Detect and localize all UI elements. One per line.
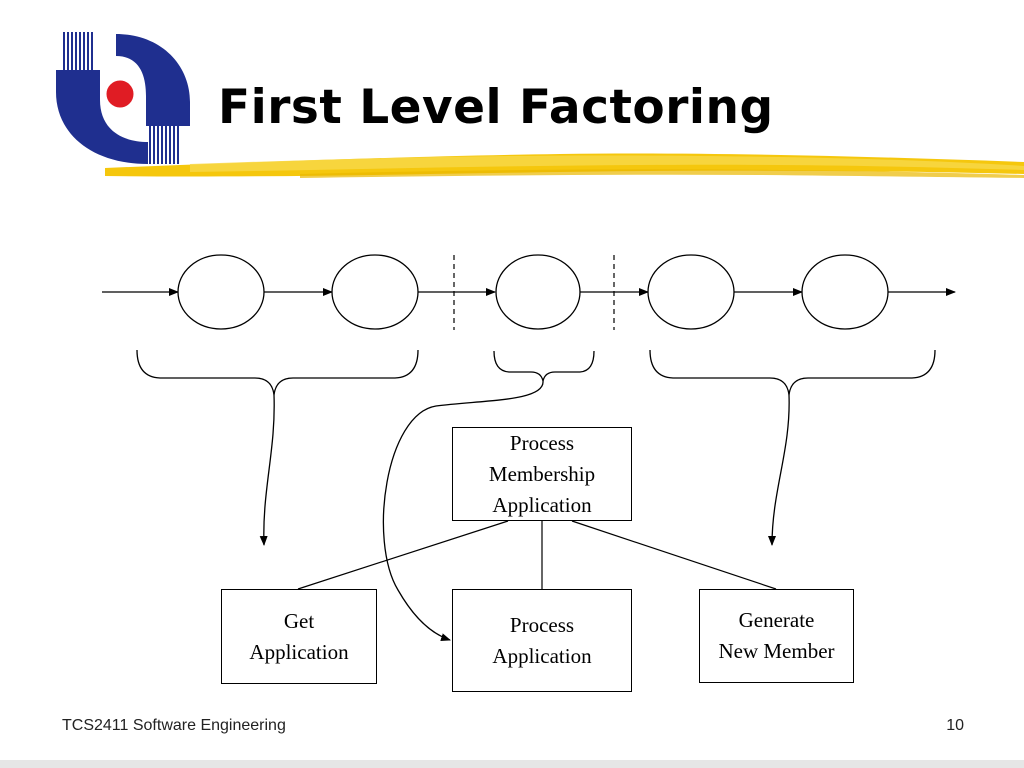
box-line: New Member (718, 636, 834, 667)
footer-course-title: TCS2411 Software Engineering (62, 717, 286, 735)
module-box-label: Generate New Member (718, 605, 834, 667)
connector-line (572, 521, 776, 589)
connector-line (298, 521, 508, 589)
brace-right (650, 350, 935, 395)
structure-connectors (298, 521, 776, 589)
box-line: Process (489, 428, 595, 459)
box-line: Membership (489, 459, 595, 490)
box-line: Get (249, 606, 348, 637)
brace-middle (494, 351, 594, 381)
box-line: Application (492, 641, 591, 672)
box-line: Process (492, 610, 591, 641)
module-box-generate-new-member: Generate New Member (699, 589, 854, 683)
process-bubble (496, 255, 580, 329)
mapping-arrow (772, 395, 789, 545)
module-box-get-application: Get Application (221, 589, 377, 684)
module-box-label: Process Membership Application (489, 428, 595, 521)
box-line: Application (249, 637, 348, 668)
slide-number: 10 (934, 717, 964, 735)
process-bubble (802, 255, 888, 329)
bottom-bar (0, 760, 1024, 768)
module-box-label: Get Application (249, 606, 348, 668)
process-bubble (332, 255, 418, 329)
brace-left (137, 350, 418, 395)
process-bubble (648, 255, 734, 329)
module-box-process-membership-application: Process Membership Application (452, 427, 632, 521)
box-line: Generate (718, 605, 834, 636)
module-box-label: Process Application (492, 610, 591, 672)
mapping-arrow (264, 395, 274, 545)
process-bubble (178, 255, 264, 329)
module-box-process-application: Process Application (452, 589, 632, 692)
box-line: Application (489, 490, 595, 521)
braces (137, 350, 935, 395)
